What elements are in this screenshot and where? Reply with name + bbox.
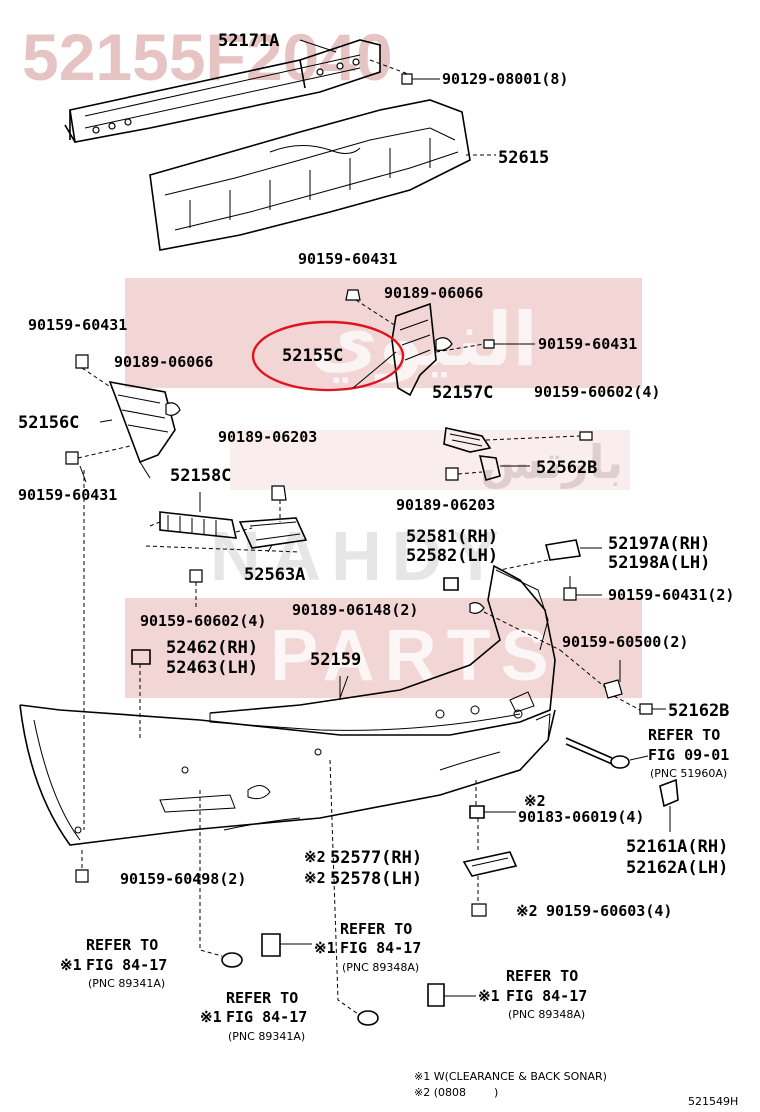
label-90159-60431-a: 90159-60431 xyxy=(298,250,397,268)
retainer-52563A xyxy=(145,485,308,610)
bumper-cover-52159 xyxy=(19,564,556,846)
note-1: ※1 W(CLEARANCE & BACK SONAR) xyxy=(414,1070,607,1083)
bolt-90159-60498 xyxy=(75,850,89,883)
label-refer-c-pnc: (PNC 89341A) xyxy=(228,1030,305,1043)
label-refer-b-pnc: (PNC 89348A) xyxy=(342,961,419,974)
label-refer-b-line1: REFER TO xyxy=(340,920,412,938)
label-refer-fig0901-line1: REFER TO xyxy=(648,726,720,744)
part-labels: 52171A 90129-08001(8) 52615 90159-60431 … xyxy=(18,31,738,1108)
label-52582: 52582(LH) xyxy=(406,546,498,566)
label-90189-06148: 90189-06148(2) xyxy=(292,601,418,619)
label-90159-60431-e: 90159-60431(2) xyxy=(608,586,734,604)
label-refer-a-pnc: (PNC 89341A) xyxy=(88,977,165,990)
label-52562B: 52562B xyxy=(536,458,597,478)
leader-lines xyxy=(79,39,397,699)
label-mark2-90159-60603: ※2 xyxy=(516,902,538,920)
label-52615: 52615 xyxy=(498,148,549,168)
reinforcement-52171A xyxy=(64,39,409,143)
retainer-52197A xyxy=(499,539,602,601)
label-mark2-52577: ※2 xyxy=(304,848,326,866)
label-52463: 52463(LH) xyxy=(166,658,258,678)
label-52155C: 52155C xyxy=(282,346,343,366)
label-52158C: 52158C xyxy=(170,466,231,486)
note-2: ※2 (0808 ) xyxy=(414,1086,498,1099)
label-52162B: 52162B xyxy=(668,701,729,721)
label-52462: 52462(RH) xyxy=(166,638,258,658)
label-refer-d-line2: FIG 84-17 xyxy=(506,987,587,1005)
label-52578: 52578(LH) xyxy=(330,869,422,889)
label-refer-d-line1: REFER TO xyxy=(506,967,578,985)
label-90159-60603: 90159-60603(4) xyxy=(546,902,672,920)
spacer-52581 xyxy=(443,577,459,591)
label-90159-60431-d: 90159-60431 xyxy=(18,486,117,504)
sonar-bracket-left xyxy=(261,933,312,957)
label-refer-d-pnc: (PNC 89348A) xyxy=(508,1008,585,1021)
label-52171A: 52171A xyxy=(218,31,279,51)
label-pnc-51960A: (PNC 51960A) xyxy=(650,767,727,780)
sonar-sensor-center xyxy=(329,759,379,1026)
watermark-band-mid xyxy=(230,430,630,490)
label-90159-60602-b: 90159-60602(4) xyxy=(140,612,266,630)
retainer-52577 xyxy=(462,818,518,877)
label-refer-c-line2: FIG 84-17 xyxy=(226,1008,307,1026)
label-refer-c-line1: REFER TO xyxy=(226,989,298,1007)
clip-90183-06019 xyxy=(469,780,516,819)
watermark-arabic: النيوي xyxy=(310,297,538,384)
label-mark2-52578: ※2 xyxy=(304,869,326,887)
label-90183-06019: 90183-06019(4) xyxy=(518,808,644,826)
cover-52161A xyxy=(659,778,679,832)
watermark-part-number: 52155F2040 xyxy=(22,20,393,94)
label-mark2-90183: ※2 xyxy=(524,792,546,810)
label-90189-06203-b: 90189-06203 xyxy=(396,496,495,514)
watermark-latin-2: PARTS xyxy=(270,616,559,696)
retainer-52155C xyxy=(345,289,535,397)
watermark-arabic-2: بارتس xyxy=(480,435,623,489)
pad-52462 xyxy=(131,649,151,740)
label-52161A: 52161A(RH) xyxy=(626,837,728,857)
label-52198A: 52198A(LH) xyxy=(608,553,710,573)
label-52563A: 52563A xyxy=(244,565,305,585)
clip-90189-06148 xyxy=(469,602,561,651)
label-refer-b-mark: ※1 xyxy=(314,939,336,957)
label-52581: 52581(RH) xyxy=(406,527,498,547)
label-90159-60431-b: 90159-60431 xyxy=(538,335,637,353)
label-90159-60498: 90159-60498(2) xyxy=(120,870,246,888)
bolt-90159-60603 xyxy=(471,876,487,917)
sonar-bracket-right xyxy=(427,983,476,1007)
label-refer-fig0901-line2: FIG 09-01 xyxy=(648,746,729,764)
retainer-52562B xyxy=(445,455,530,481)
bolt-90159-60500 xyxy=(559,649,666,715)
label-90159-60431-c: 90159-60431 xyxy=(28,316,127,334)
label-52159: 52159 xyxy=(310,650,361,670)
label-90189-06066-b: 90189-06066 xyxy=(114,353,213,371)
retainer-52157C xyxy=(443,427,593,453)
absorber-52615 xyxy=(149,99,496,251)
bolt-90129-08001 xyxy=(401,73,440,85)
retainer-52156C xyxy=(65,354,181,830)
label-90189-06203-a: 90189-06203 xyxy=(218,428,317,446)
label-90159-60602-a: 90159-60602(4) xyxy=(534,383,660,401)
label-52162A: 52162A(LH) xyxy=(626,858,728,878)
label-refer-a-line1: REFER TO xyxy=(86,936,158,954)
label-52157C: 52157C xyxy=(432,383,493,403)
label-refer-a-mark: ※1 xyxy=(60,956,82,974)
label-52156C: 52156C xyxy=(18,413,79,433)
label-refer-c-mark: ※1 xyxy=(200,1008,222,1026)
towing-eye xyxy=(565,737,649,769)
label-52197A: 52197A(RH) xyxy=(608,534,710,554)
watermark: 52155F2040 النيوي بارتس NAHDY PARTS xyxy=(22,20,642,698)
label-90129-08001: 90129-08001(8) xyxy=(442,70,568,88)
label-90159-60500: 90159-60500(2) xyxy=(562,633,688,651)
label-refer-a-line2: FIG 84-17 xyxy=(86,956,167,974)
label-refer-b-line2: FIG 84-17 xyxy=(340,939,421,957)
watermark-latin-1: NAHDY xyxy=(210,517,509,595)
sonar-sensor-left xyxy=(199,790,243,968)
label-52577: 52577(RH) xyxy=(330,848,422,868)
label-refer-d-mark: ※1 xyxy=(478,987,500,1005)
label-90189-06066-a: 90189-06066 xyxy=(384,284,483,302)
figure-id: 521549H xyxy=(688,1095,738,1108)
highlight-circle-52155C xyxy=(251,320,405,392)
